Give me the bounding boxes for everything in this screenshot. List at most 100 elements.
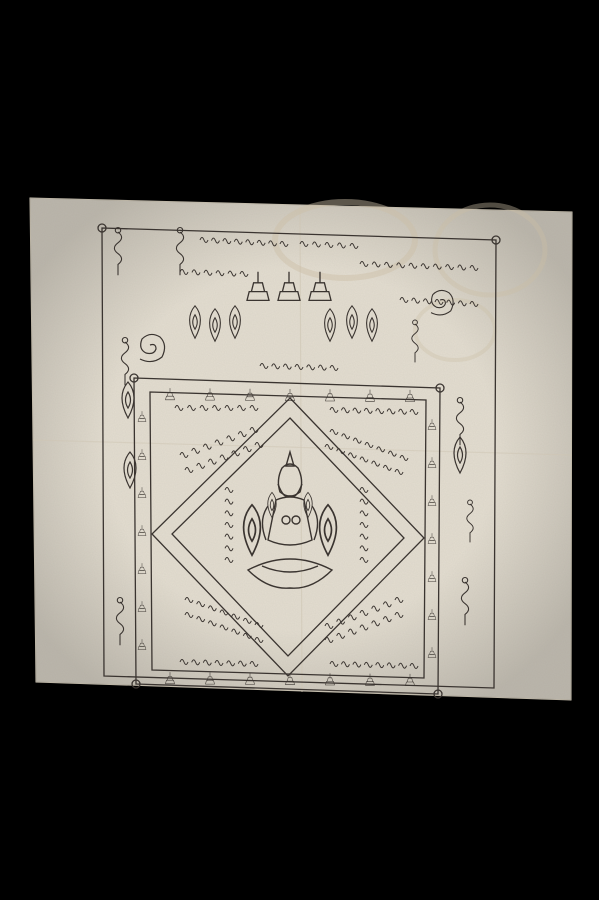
script-glyph [394,612,404,618]
stupa-body [137,563,147,574]
script-glyph [174,405,184,411]
script-glyph [446,299,456,306]
script-glyph [191,659,201,666]
leaf-inner [269,498,275,512]
script-glyph [352,661,362,668]
stupa-body [325,389,335,402]
stupa-body [365,673,375,686]
script-glyph [359,261,369,267]
script-glyph [469,265,479,271]
script-glyph [398,408,408,415]
stupa-body [405,389,415,402]
stupa-icon [205,388,215,401]
script-glyph [359,545,369,552]
cloth [29,197,573,701]
stupa-icon [205,672,215,685]
stupa-icon [427,647,437,658]
script-glyph [256,239,266,246]
script-glyph [359,533,369,540]
stupa-body [165,388,175,401]
stupa-icon [277,271,301,302]
unalome-line [411,323,419,363]
script-glyph [203,269,213,276]
unalome-dot [176,226,184,234]
script-glyph [279,241,289,247]
script-glyph [224,405,234,411]
script-glyph [324,444,334,450]
script-glyph [349,243,359,249]
script-glyph [259,363,269,369]
script-glyph [210,237,220,244]
stupa-body [205,672,215,685]
script-glyph [219,624,229,631]
script-glyph [375,662,385,669]
script-glyph [386,408,396,415]
leaf-outline [242,503,262,557]
stupa-icon [245,388,255,401]
script-glyph [207,458,217,465]
unalome-line [113,231,123,276]
diamond-frame-inner [171,417,405,657]
script-glyph [268,240,278,247]
script-glyph [294,364,304,370]
script-glyph [231,628,241,635]
script-glyph [179,452,189,458]
script-glyph [359,456,369,463]
leaf-outline [121,381,135,420]
script-glyph [409,663,419,669]
yantra-drawing [97,223,501,699]
script-glyph [363,661,373,668]
stupa-body [165,672,175,685]
script-glyph [299,241,309,247]
unalome-line [460,581,470,626]
stupa-body [325,673,335,686]
unalome-icon [460,576,470,626]
script-glyph [371,620,381,627]
stupa-icon [137,639,147,650]
script-glyph [249,405,259,411]
script-glyph [382,601,392,608]
script-glyph [179,659,189,665]
stupa-body [137,449,147,460]
script-glyph [196,601,206,608]
stupa-icon [325,673,335,686]
stupa-icon [427,533,437,544]
script-glyph [224,510,234,517]
stupa-icon [405,389,415,402]
script-glyph [184,467,194,473]
stupa-icon [325,389,335,402]
script-glyph [359,487,369,493]
fold-line [32,439,572,456]
script-glyph [224,522,234,528]
unalome-dot [121,336,129,344]
leaf-outline [346,304,358,340]
spiral-icon [430,289,454,316]
stupa-body [246,271,270,302]
script-glyph [237,431,247,438]
script-glyph [207,620,217,627]
script-glyph [394,469,404,475]
script-glyph [231,450,241,457]
unalome-dot [456,396,464,404]
inner-frame [133,377,441,695]
script-glyph [202,443,212,450]
unalome-icon [411,319,419,363]
script-glyph [222,238,232,245]
buddha-figure-icon [246,449,334,589]
lotus-leaf-icon [346,304,358,340]
leaf-outline [453,436,467,475]
spiral-line [139,333,166,363]
unalome-icon [115,596,125,646]
stupa-body [427,495,437,506]
script-glyph [411,297,421,304]
lotus-leaf-icon [189,304,201,340]
stupa-body [285,673,295,685]
script-glyph [386,662,396,669]
script-glyph [457,264,467,271]
script-glyph [352,407,362,414]
script-glyph [249,427,259,433]
stupa-body [137,601,147,612]
stupa-icon [165,672,175,685]
unalome-dot [412,319,418,326]
unalome-dot [461,576,469,584]
